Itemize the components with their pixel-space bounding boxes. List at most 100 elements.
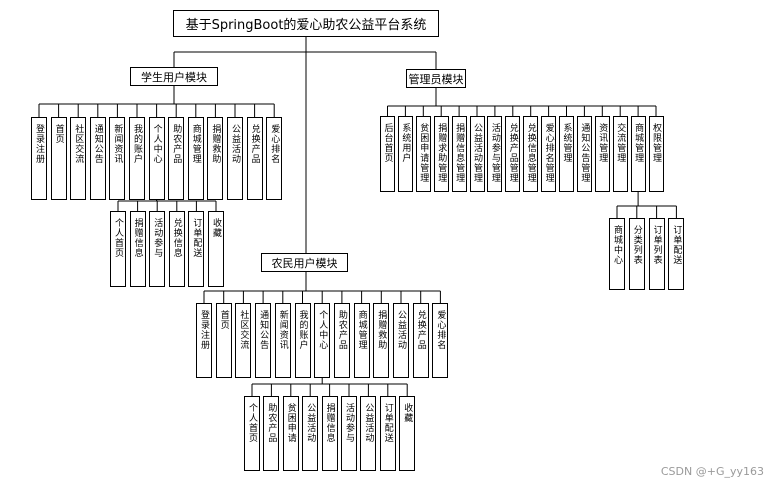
farmer-item-5: 我的账户 xyxy=(294,303,311,378)
admin-item-2: 贫困申请管理 xyxy=(415,116,431,192)
farmer-sub-item-8-label: 收藏 xyxy=(402,403,413,423)
farmer-item-8: 商城管理 xyxy=(353,303,370,378)
admin-item-3: 捐赠求助管理 xyxy=(433,116,449,192)
admin-item-11-label: 通知公告管理 xyxy=(579,123,590,183)
admin-item-10-label: 系统管理 xyxy=(561,123,572,163)
farmer-item-11: 兑换产品 xyxy=(412,303,429,378)
farmer-item-9-label: 捐赠救助 xyxy=(376,310,387,350)
admin-item-8-label: 兑换信息管理 xyxy=(525,123,536,183)
farmer-sub-item-1: 助农产品 xyxy=(263,396,280,471)
farmer-item-10-label: 公益活动 xyxy=(396,310,406,350)
admin-item-0-label: 后台首页 xyxy=(382,123,393,163)
student-item-7-label: 助农产品 xyxy=(171,124,182,164)
admin-item-12: 资讯管理 xyxy=(594,116,610,192)
farmer-module-box: 农民用户模块 xyxy=(261,253,348,272)
admin-sub-item-0-label: 商城中心 xyxy=(612,225,622,265)
admin-sub-item-1-label: 分类列表 xyxy=(631,225,642,265)
student-sub-item-0: 个人首页 xyxy=(110,211,126,287)
farmer-item-4-label: 新闻资讯 xyxy=(277,310,288,350)
admin-item-2-label: 贫困申请管理 xyxy=(418,123,429,183)
admin-item-13: 交流管理 xyxy=(612,116,628,192)
student-item-1: 首页 xyxy=(50,117,67,200)
system-title: 基于SpringBoot的爱心助农公益平台系统 xyxy=(185,18,427,33)
student-item-10: 公益活动 xyxy=(227,117,243,200)
admin-item-15: 权限管理 xyxy=(648,116,664,192)
farmer-item-2-label: 社区交流 xyxy=(238,310,249,350)
farmer-item-2: 社区交流 xyxy=(235,303,252,378)
student-item-2: 社区交流 xyxy=(70,117,87,200)
farmer-item-7-label: 助农产品 xyxy=(336,310,347,350)
student-sub-item-1: 捐赠信息 xyxy=(129,211,146,287)
farmer-item-4: 新闻资讯 xyxy=(274,303,291,378)
admin-item-5: 公益活动管理 xyxy=(469,116,485,192)
farmer-sub-item-7: 订单配送 xyxy=(379,396,396,471)
student-item-3-label: 通知公告 xyxy=(92,124,103,164)
student-item-11-label: 兑换产品 xyxy=(249,124,260,164)
farmer-item-3-label: 通知公告 xyxy=(258,310,269,350)
student-item-8-label: 商城管理 xyxy=(190,124,201,164)
farmer-item-5-label: 我的账户 xyxy=(297,310,308,350)
admin-sub-item-3-label: 订单配送 xyxy=(671,225,682,265)
admin-item-14: 商城管理 xyxy=(630,116,646,192)
student-item-5-label: 我的账户 xyxy=(132,124,142,164)
student-sub-item-3-label: 兑换信息 xyxy=(171,218,182,258)
farmer-item-6: 个人中心 xyxy=(314,303,331,378)
farmer-sub-item-0-label: 个人首页 xyxy=(247,403,257,443)
student-sub-item-4: 订单配送 xyxy=(188,211,205,287)
farmer-sub-item-5-label: 活动参与 xyxy=(344,403,354,443)
admin-sub-item-0: 商城中心 xyxy=(609,218,625,290)
admin-item-5-label: 公益活动管理 xyxy=(472,123,482,183)
admin-module-label: 管理员模块 xyxy=(408,72,464,86)
farmer-item-1: 首页 xyxy=(215,303,232,378)
admin-item-13-label: 交流管理 xyxy=(615,123,626,163)
admin-item-12-label: 资讯管理 xyxy=(597,123,608,163)
admin-item-3-label: 捐赠求助管理 xyxy=(436,123,447,183)
farmer-sub-item-2-label: 贫困申请 xyxy=(285,403,296,443)
farmer-sub-item-3-label: 公益活动 xyxy=(305,403,316,443)
farmer-item-0: 登录注册 xyxy=(196,303,212,378)
admin-item-15-label: 权限管理 xyxy=(651,123,661,163)
student-item-9-label: 捐赠救助 xyxy=(210,124,221,164)
farmer-item-1-label: 首页 xyxy=(218,310,229,330)
admin-sub-item-2-label: 订单列表 xyxy=(651,225,662,265)
student-item-9: 捐赠救助 xyxy=(207,117,224,200)
farmer-item-12: 爱心排名 xyxy=(432,303,449,378)
farmer-item-9: 捐赠救助 xyxy=(373,303,390,378)
farmer-sub-item-4-label: 捐赠信息 xyxy=(324,403,335,443)
admin-item-6-label: 活动参与管理 xyxy=(489,123,500,183)
admin-item-4-label: 捐赠信息管理 xyxy=(454,123,465,183)
student-sub-item-5: 收藏 xyxy=(208,211,224,287)
student-item-4-label: 新闻资讯 xyxy=(112,124,123,164)
admin-item-9-label: 爱心排名管理 xyxy=(543,123,554,183)
admin-item-11: 通知公告管理 xyxy=(576,116,592,192)
student-item-7: 助农产品 xyxy=(168,117,185,200)
farmer-sub-item-2: 贫困申请 xyxy=(282,396,299,471)
farmer-sub-item-8: 收藏 xyxy=(399,396,416,471)
student-sub-item-0-label: 个人首页 xyxy=(113,218,123,258)
farmer-sub-item-6-label: 公益活动 xyxy=(363,403,374,443)
admin-sub-item-2: 订单列表 xyxy=(648,218,665,290)
farmer-item-0-label: 登录注册 xyxy=(199,310,209,350)
admin-item-10: 系统管理 xyxy=(559,116,574,192)
farmer-item-11-label: 兑换产品 xyxy=(415,310,426,350)
farmer-sub-item-0: 个人首页 xyxy=(244,396,260,471)
student-item-10-label: 公益活动 xyxy=(230,124,240,164)
farmer-item-3: 通知公告 xyxy=(255,303,272,378)
admin-item-14-label: 商城管理 xyxy=(633,123,644,163)
admin-item-6: 活动参与管理 xyxy=(487,116,503,192)
farmer-module-label: 农民用户模块 xyxy=(271,256,338,270)
student-sub-item-5-label: 收藏 xyxy=(211,218,221,238)
csdn-watermark: CSDN @+G_yy163 xyxy=(660,465,764,478)
admin-sub-item-1: 分类列表 xyxy=(628,218,645,290)
farmer-item-7: 助农产品 xyxy=(333,303,350,378)
farmer-item-8-label: 商城管理 xyxy=(356,310,367,350)
admin-item-9: 爱心排名管理 xyxy=(541,116,557,192)
student-item-12: 爱心排名 xyxy=(266,117,283,200)
student-sub-item-3: 兑换信息 xyxy=(168,211,185,287)
farmer-sub-item-4: 捐赠信息 xyxy=(321,396,338,471)
student-item-6-label: 个人中心 xyxy=(151,124,162,164)
admin-item-4: 捐赠信息管理 xyxy=(451,116,467,192)
farmer-sub-item-6: 公益活动 xyxy=(360,396,377,471)
